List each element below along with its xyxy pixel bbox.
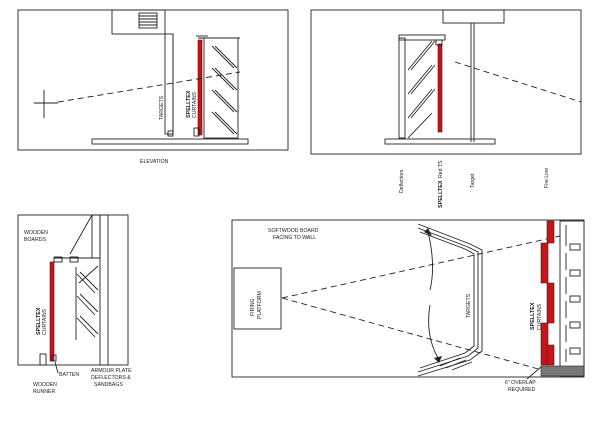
elevation-title: ELEVATION bbox=[140, 159, 169, 165]
overlap-label-2: REQUIRED bbox=[508, 387, 536, 393]
wall-spelltex-label: SPELLTEX bbox=[36, 307, 42, 335]
deflector-frame bbox=[203, 37, 239, 139]
red-ts-label: Red TS bbox=[438, 160, 444, 178]
plan-targets-label: TARGETS bbox=[466, 293, 472, 318]
section-panel: Deflectors SPELLTEX Red TS Target Fire L… bbox=[310, 9, 582, 208]
batten-label: BATTEN bbox=[59, 372, 79, 378]
wooden-runner bbox=[39, 353, 47, 366]
platform-label: PLATFORM bbox=[257, 291, 263, 319]
wall-section-frame bbox=[17, 214, 129, 366]
plan-curtain-4 bbox=[540, 322, 549, 366]
firing-label: FIRING bbox=[250, 298, 256, 316]
boards-label: BOARDS bbox=[24, 237, 46, 243]
curtains-label: CURTAINS bbox=[192, 91, 198, 118]
plan-curtains-label: CURTAINS bbox=[537, 303, 543, 330]
spelltex-curtain-elevation bbox=[197, 39, 203, 136]
target-label: Target bbox=[470, 173, 476, 188]
arrow-top bbox=[427, 231, 433, 291]
plan-panel: SOFTWOOD BOARD FACING TO WALL FIRING PLA… bbox=[231, 219, 585, 393]
section-frame bbox=[310, 9, 582, 155]
spelltex-label: SPELLTEX bbox=[186, 90, 192, 118]
wall-section-panel: WOODEN BOARDS SPELLTEX CURTAINS BATTEN W… bbox=[17, 214, 132, 395]
elevation-panel: TARGETS SPELLTEX CURTAINS ELEVATION bbox=[17, 9, 289, 165]
section-floor bbox=[384, 138, 496, 145]
softwood-label-1: SOFTWOOD BOARD bbox=[268, 228, 319, 234]
spelltex-curtain-wall bbox=[49, 261, 55, 362]
runner-label: RUNNER bbox=[33, 389, 55, 395]
line-of-fire-section bbox=[454, 61, 582, 103]
arrow-bottom bbox=[428, 304, 439, 359]
vent-grille bbox=[138, 12, 158, 29]
wall-base bbox=[540, 365, 585, 377]
wooden-runner-label-1: WOODEN bbox=[33, 382, 57, 388]
armour-label-2: DEFLECTORS & bbox=[91, 375, 131, 381]
spelltex-red-label: SPELLTEX bbox=[438, 180, 444, 208]
deflectors-label: Deflectors bbox=[399, 169, 405, 193]
wooden-label: WOODEN bbox=[24, 230, 48, 236]
line-of-fire bbox=[57, 71, 241, 103]
ceiling-box bbox=[111, 9, 166, 35]
spelltex-curtain-section bbox=[437, 43, 443, 133]
softwood-label-2: FACING TO WALL bbox=[273, 235, 316, 241]
elevation-frame bbox=[17, 9, 289, 151]
targets-label: TARGETS bbox=[159, 95, 165, 120]
targets-base bbox=[167, 130, 174, 137]
firing-platform bbox=[233, 267, 282, 330]
elevation-floor bbox=[91, 138, 249, 145]
plan-spelltex-label: SPELLTEX bbox=[530, 302, 536, 330]
armour-label-3: SANDBAGS bbox=[94, 382, 123, 388]
softwood-board bbox=[417, 223, 483, 377]
plan-curtain-1 bbox=[546, 220, 555, 244]
overlap-label-1: 6" OVERLAP bbox=[505, 380, 536, 386]
plan-curtain-3 bbox=[546, 282, 555, 324]
wall-curtains-label: CURTAINS bbox=[42, 308, 48, 335]
plan-curtain-2 bbox=[540, 242, 549, 284]
batten bbox=[51, 354, 57, 362]
wooden-boards-wall bbox=[91, 214, 101, 259]
armour-label-1: ARMOUR PLATE bbox=[91, 368, 132, 374]
fire-line-label: Fire Line bbox=[544, 168, 550, 188]
target-holder bbox=[442, 9, 505, 24]
plan-curtain-5 bbox=[546, 344, 555, 366]
